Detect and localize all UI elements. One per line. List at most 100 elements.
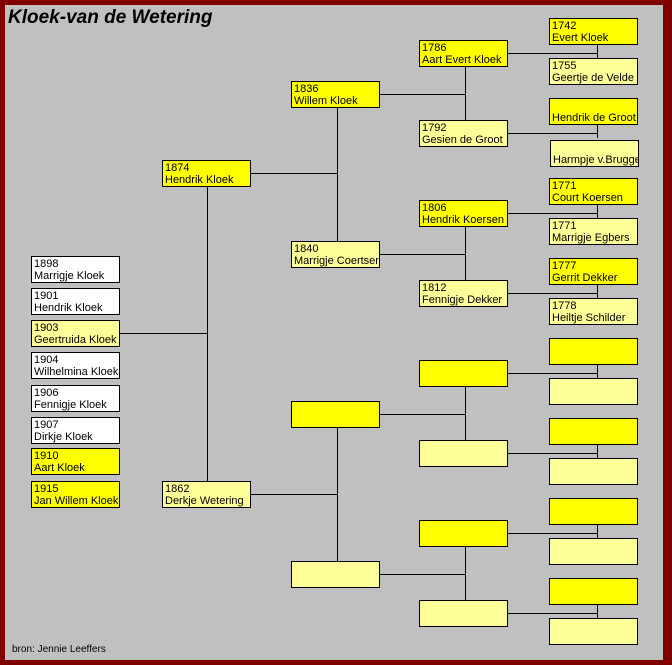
person-box[interactable] <box>419 520 508 547</box>
connector-line <box>597 444 598 458</box>
connector-line <box>379 94 465 95</box>
person-name <box>552 552 635 564</box>
connector-line <box>337 427 338 561</box>
connector-line <box>379 574 465 575</box>
birth-year: 1771 <box>552 220 577 232</box>
person-name: Hendrik Kloek <box>34 302 103 314</box>
connector-line <box>507 213 597 214</box>
person-name: Court Koersen <box>552 192 623 204</box>
birth-year <box>552 100 635 112</box>
person-name: Willem Kloek <box>294 95 358 107</box>
person-name <box>422 374 505 386</box>
person-name: Marrigje Egbers <box>552 232 630 244</box>
birth-year <box>552 380 635 392</box>
person-name: Fennigje Dekker <box>422 294 503 306</box>
connector-line <box>507 453 597 454</box>
birth-year: 1898 <box>34 258 59 270</box>
person-box[interactable] <box>291 561 380 588</box>
person-box[interactable] <box>549 378 638 405</box>
connector-line <box>597 364 598 378</box>
page-title: Kloek-van de Wetering <box>8 7 213 28</box>
person-name: Geertje de Velde <box>552 72 634 84</box>
birth-year: 1806 <box>422 202 447 214</box>
birth-year: 1862 <box>165 483 190 495</box>
connector-line <box>250 494 337 495</box>
person-name: Hendrik de Groot <box>552 112 636 124</box>
birth-year: 1786 <box>422 42 447 54</box>
birth-year <box>552 620 635 632</box>
person-box[interactable]: Hendrik de Groot <box>549 98 638 125</box>
birth-year: 1906 <box>34 387 59 399</box>
birth-year <box>422 362 505 374</box>
person-name: Hendrik Kloek <box>165 174 234 186</box>
person-name: Jan Willem Kloek <box>34 495 119 507</box>
person-box[interactable] <box>549 418 638 445</box>
source-credit: bron: Jennie Leeffers <box>12 644 106 655</box>
person-name: Heiltje Schilder <box>552 312 626 324</box>
connector-line <box>465 226 466 280</box>
person-name <box>422 614 505 626</box>
person-box[interactable] <box>419 600 508 627</box>
birth-year <box>552 580 635 592</box>
person-box[interactable] <box>291 401 380 428</box>
birth-year: 1915 <box>34 483 59 495</box>
birth-year: 1755 <box>552 60 577 72</box>
connector-line <box>507 53 597 54</box>
person-box[interactable] <box>549 338 638 365</box>
person-box[interactable] <box>549 538 638 565</box>
person-box[interactable] <box>419 360 508 387</box>
person-box[interactable]: Harmpje v.Bruggen <box>550 140 639 167</box>
person-name: Gerrit Dekker <box>552 272 618 284</box>
birth-year <box>552 340 635 352</box>
person-name: Hendrik Koersen <box>422 214 504 226</box>
birth-year: 1840 <box>294 243 319 255</box>
person-name: Geertruida Kloek <box>34 334 117 346</box>
family-tree-canvas: Kloek-van de Wetering bron: Jennie Leeff… <box>5 5 663 660</box>
person-name: Aart Evert Kloek <box>422 54 502 66</box>
person-box[interactable] <box>549 498 638 525</box>
person-name <box>422 454 505 466</box>
person-name: Derkje Wetering <box>165 495 244 507</box>
birth-year: 1778 <box>552 300 577 312</box>
birth-year <box>553 142 636 154</box>
person-name <box>552 592 635 604</box>
person-box[interactable] <box>419 440 508 467</box>
birth-year: 1903 <box>34 322 59 334</box>
person-name <box>422 534 505 546</box>
birth-year <box>552 500 635 512</box>
birth-year: 1907 <box>34 419 59 431</box>
birth-year <box>552 420 635 432</box>
person-name: Gesien de Groot <box>422 134 503 146</box>
person-box[interactable] <box>549 618 638 645</box>
person-box[interactable] <box>549 458 638 485</box>
person-name <box>552 472 635 484</box>
connector-line <box>597 284 598 298</box>
connector-line <box>207 186 208 481</box>
person-name: Aart Kloek <box>34 462 85 474</box>
birth-year: 1874 <box>165 162 190 174</box>
person-box[interactable] <box>549 578 638 605</box>
connector-line <box>597 44 598 58</box>
